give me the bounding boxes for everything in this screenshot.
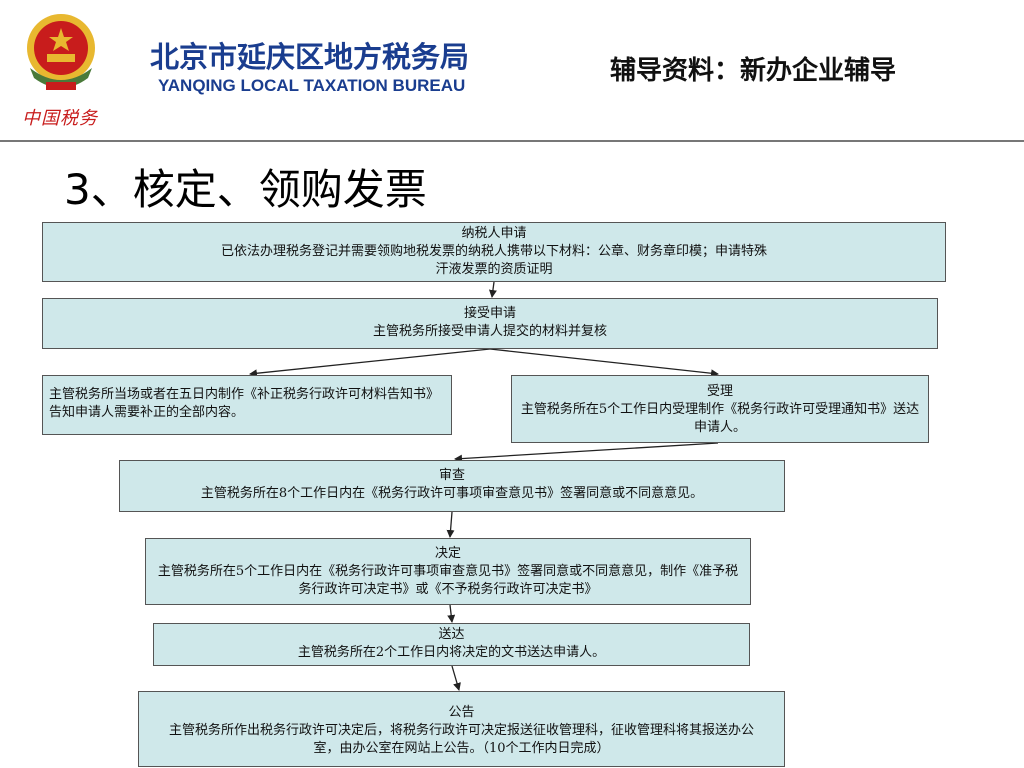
arrow-handle-to-review <box>454 442 719 463</box>
step-announce-desc: 主管税务所作出税务行政许可决定后，将税务行政许可决定报送征收管理科，征收管理科将… <box>168 723 754 756</box>
arrow-accept-to-handle <box>489 348 719 378</box>
step-announce: 公告 主管税务所作出税务行政许可决定后，将税务行政许可决定报送征收管理科，征收管… <box>138 691 785 767</box>
step-deliver-desc: 主管税务所在2个工作日内将决定的文书送达申请人。 <box>297 645 606 660</box>
step-handle-title: 受理 <box>706 384 733 399</box>
step-announce-title: 公告 <box>448 705 475 720</box>
step-review-desc: 主管税务所在8个工作日内在《税务行政许可事项审查意见书》签署同意或不同意意见。 <box>200 486 704 501</box>
step-apply-title: 纳税人申请 <box>461 226 527 241</box>
step-deliver: 送达 主管税务所在2个工作日内将决定的文书送达申请人。 <box>153 623 750 666</box>
arrow-apply-to-accept <box>488 281 497 298</box>
step-handle: 受理 主管税务所在5个工作日内受理制作《税务行政许可受理通知书》送达申请人。 <box>511 375 929 443</box>
section-title: 3、核定、领购发票 <box>64 165 427 214</box>
doc-title: 辅导资料：新办企业辅导 <box>610 56 897 86</box>
step-correct-desc: 主管税务所当场或者在五日内制作《补正税务行政许可材料告知书》告知申请人需要补正的… <box>49 387 440 420</box>
step-accept-desc: 主管税务所接受申请人提交的材料并复核 <box>372 324 607 339</box>
org-name-en: YANQING LOCAL TAXATION BUREAU <box>158 76 466 95</box>
step-review-title: 审查 <box>438 468 465 483</box>
step-accept-title: 接受申请 <box>463 306 516 321</box>
arrow-deliver-to-announce <box>451 665 461 691</box>
page-header: 中国税务 北京市延庆区地方税务局 YANQING LOCAL TAXATION … <box>0 0 1024 140</box>
step-decide: 决定 主管税务所在5个工作日内在《税务行政许可事项审查意见书》签署同意或不同意意… <box>145 538 751 605</box>
logo-script-text: 中国税务 <box>22 108 98 129</box>
step-deliver-title: 送达 <box>438 627 465 642</box>
step-handle-desc: 主管税务所在5个工作日内受理制作《税务行政许可受理通知书》送达申请人。 <box>520 402 920 435</box>
step-accept: 接受申请 主管税务所接受申请人提交的材料并复核 <box>42 298 938 349</box>
org-name-cn: 北京市延庆区地方税务局 <box>150 40 470 74</box>
step-decide-desc: 主管税务所在5个工作日内在《税务行政许可事项审查意见书》签署同意或不同意意见，制… <box>157 564 739 597</box>
step-apply-desc: 已依法办理税务登记并需要领购地税发票的纳税人携带以下材料：公章、财务章印模；申请… <box>220 244 767 277</box>
header-divider <box>0 140 1024 142</box>
step-review: 审查 主管税务所在8个工作日内在《税务行政许可事项审查意见书》签署同意或不同意意… <box>119 460 785 512</box>
step-correct: 主管税务所当场或者在五日内制作《补正税务行政许可材料告知书》告知申请人需要补正的… <box>42 375 452 435</box>
arrow-decide-to-deliver <box>447 604 456 623</box>
step-decide-title: 决定 <box>434 546 461 561</box>
arrow-accept-to-correct <box>249 348 491 378</box>
tax-emblem-icon <box>16 8 106 96</box>
arrow-review-to-decide <box>446 511 455 538</box>
step-apply: 纳税人申请 已依法办理税务登记并需要领购地税发票的纳税人携带以下材料：公章、财务… <box>42 222 946 282</box>
